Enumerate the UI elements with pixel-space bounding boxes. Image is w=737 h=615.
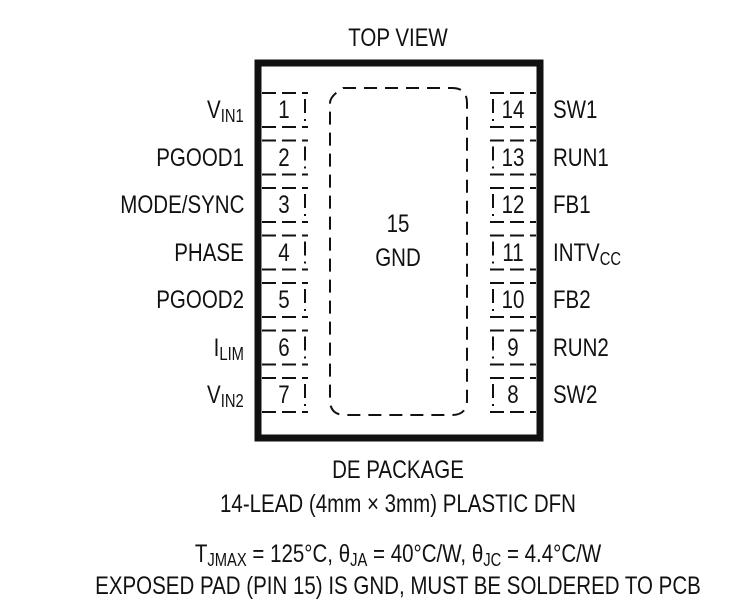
pad-name: GND [375, 244, 421, 272]
pin-label: PGOOD1 [156, 143, 244, 172]
pin-6 [262, 329, 308, 366]
pin-label: VIN1 [207, 96, 244, 126]
pin-number: 8 [507, 381, 519, 409]
pin-1 [262, 92, 308, 128]
pin-number: 4 [278, 238, 290, 267]
pin-label: FB1 [553, 191, 591, 219]
pin-label: PHASE [174, 238, 244, 267]
pin-4 [262, 234, 308, 271]
pin-label: RUN2 [553, 333, 609, 362]
exposed-pad-outline [329, 87, 468, 416]
pin-9 [490, 329, 536, 366]
pin-number: 9 [507, 333, 519, 362]
pin-5 [262, 282, 308, 318]
pin-label: MODE/SYNC [119, 191, 244, 219]
pin-13 [490, 139, 536, 176]
pin-number: 12 [501, 191, 525, 219]
package-description: 14-LEAD (4mm × 3mm) PLASTIC DFN [220, 490, 576, 518]
pin-number: 7 [278, 381, 290, 409]
pin-3 [262, 187, 308, 223]
pin-number: 14 [501, 96, 525, 124]
pad-number: 15 [386, 210, 410, 238]
pin-12 [490, 187, 536, 223]
pin-number: 13 [501, 143, 525, 172]
pin-label: VIN2 [207, 381, 244, 411]
package-body [254, 59, 544, 442]
pin-number: 1 [278, 96, 290, 124]
pin-number: 5 [278, 286, 290, 314]
top-view-title: TOP VIEW [348, 24, 448, 52]
pin-2 [262, 139, 308, 176]
pin-label: INTVCC [553, 238, 622, 269]
pin-label: FB2 [553, 286, 591, 314]
pin-11 [490, 234, 536, 271]
thermal-specs: TJMAX = 125°C, θJA = 40°C/W, θJC = 4.4°C… [194, 540, 602, 570]
pin-label: SW1 [553, 96, 598, 124]
pin-label: SW2 [553, 381, 598, 409]
pin-number: 6 [278, 333, 290, 362]
pin-label: ILIM [213, 333, 244, 364]
pin-label: PGOOD2 [156, 286, 244, 314]
pin-7 [262, 377, 308, 413]
pin-number: 3 [278, 191, 290, 219]
pin-number: 10 [501, 286, 525, 314]
pin-8 [490, 377, 536, 413]
exposed-pad-note: EXPOSED PAD (PIN 15) IS GND, MUST BE SOL… [95, 572, 701, 600]
pin-label: RUN1 [553, 143, 609, 172]
pin-number: 2 [278, 143, 290, 172]
package-name: DE PACKAGE [332, 456, 464, 484]
pin-number: 11 [502, 238, 524, 267]
pin-10 [490, 282, 536, 318]
pin-14 [490, 92, 536, 128]
